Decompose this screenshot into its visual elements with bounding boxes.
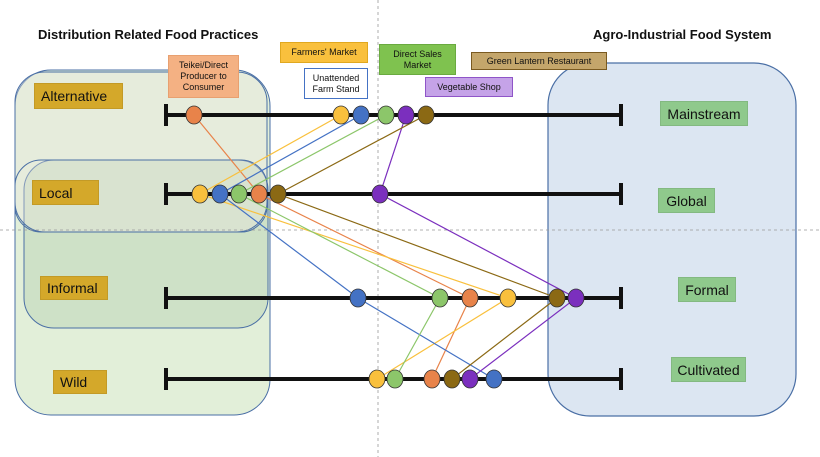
connector-vegetable-shop	[379, 114, 578, 380]
dot-farmers-market-local	[191, 184, 209, 204]
dot-farmers-market-alternative	[332, 105, 350, 125]
dot-unattended-farm-stand-local	[211, 184, 229, 204]
dot-unattended-farm-stand-alternative	[352, 105, 370, 125]
dot-teikei-wild	[423, 369, 441, 389]
dot-teikei-alternative	[185, 105, 203, 125]
dot-direct-sales-market-informal	[431, 288, 449, 308]
connector-green-lantern-restaurant	[276, 114, 559, 380]
label-mainstream: Mainstream	[660, 101, 748, 126]
dot-unattended-farm-stand-wild	[485, 369, 503, 389]
right-title: Agro-Industrial Food System	[593, 27, 772, 42]
practice-connectors	[193, 114, 578, 380]
tag-unattended-farm-stand: Unattended Farm Stand	[304, 68, 368, 99]
connector-farmers-market	[198, 114, 510, 380]
label-alternative: Alternative	[34, 83, 123, 109]
dot-farmers-market-informal	[499, 288, 517, 308]
dot-green-lantern-restaurant-alternative	[417, 105, 435, 125]
axis-informal-formal	[164, 287, 623, 309]
dot-vegetable-shop-wild	[461, 369, 479, 389]
dot-unattended-farm-stand-informal	[349, 288, 367, 308]
dot-teikei-informal	[461, 288, 479, 308]
left-title: Distribution Related Food Practices	[38, 27, 259, 42]
dot-green-lantern-restaurant-local	[269, 184, 287, 204]
label-informal: Informal	[40, 276, 108, 300]
connector-teikei	[193, 114, 471, 380]
label-local: Local	[32, 180, 99, 205]
dot-green-lantern-restaurant-wild	[443, 369, 461, 389]
dot-vegetable-shop-informal	[567, 288, 585, 308]
tag-teikei: Teikei/Direct Producer to Consumer	[168, 55, 239, 98]
dot-direct-sales-market-local	[230, 184, 248, 204]
tag-farmers-market: Farmers' Market	[280, 42, 368, 63]
dot-vegetable-shop-local	[371, 184, 389, 204]
dot-teikei-local	[250, 184, 268, 204]
dot-farmers-market-wild	[368, 369, 386, 389]
tag-green-lantern-restaurant: Green Lantern Restaurant	[471, 52, 607, 70]
connector-unattended-farm-stand	[218, 114, 495, 380]
dot-direct-sales-market-alternative	[377, 105, 395, 125]
label-formal: Formal	[678, 277, 736, 302]
dot-vegetable-shop-alternative	[397, 105, 415, 125]
tag-direct-sales-market: Direct Sales Market	[379, 44, 456, 75]
label-global: Global	[658, 188, 715, 213]
label-cultivated: Cultivated	[671, 357, 746, 382]
tag-vegetable-shop: Vegetable Shop	[425, 77, 513, 97]
agro-industrial-region	[547, 62, 797, 417]
dot-direct-sales-market-wild	[386, 369, 404, 389]
connector-direct-sales-market	[237, 114, 441, 380]
dot-green-lantern-restaurant-informal	[548, 288, 566, 308]
label-wild: Wild	[53, 370, 107, 394]
practice-dots	[185, 105, 585, 389]
